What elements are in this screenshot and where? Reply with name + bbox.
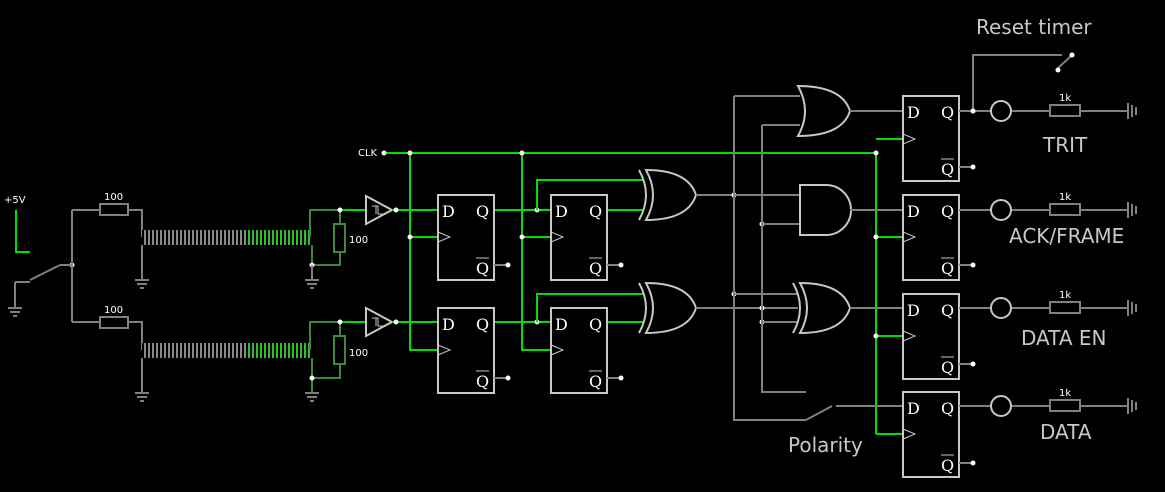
output-trit[interactable]: 1k TRIT <box>959 93 1137 157</box>
ack-frame-label: ACK/FRAME <box>1009 224 1124 248</box>
flipflop-out-2[interactable]: D Q Q <box>902 194 976 281</box>
ff-d-pin: D <box>555 315 568 334</box>
input-switch[interactable] <box>8 264 61 317</box>
series-resistor-top[interactable]: 100 <box>99 192 129 216</box>
ff-qbar-pin: Q <box>941 259 954 278</box>
series-resistor-bottom[interactable]: 100 <box>99 305 129 329</box>
ff-d-pin: D <box>907 399 920 418</box>
ff-d-pin: D <box>907 202 920 221</box>
polarity-label: Polarity <box>788 433 863 457</box>
ff-qbar-pin: Q <box>589 372 602 391</box>
flipflop-2a[interactable]: D Q Q <box>550 194 624 281</box>
ff-qbar-pin: Q <box>941 456 954 475</box>
transmission-line-bottom[interactable] <box>135 343 310 402</box>
schmitt-buffer-bottom[interactable] <box>365 306 395 338</box>
ff-d-pin: D <box>907 301 920 320</box>
termination-resistor-bottom[interactable]: 100 <box>333 335 368 365</box>
term-top-label: 100 <box>349 235 368 246</box>
reset-timer-label: Reset timer <box>976 15 1092 39</box>
ff-qbar-pin: Q <box>941 160 954 179</box>
res-data-label: 1k <box>1059 388 1071 399</box>
ff-d-pin: D <box>442 315 455 334</box>
supply-node[interactable]: +5V <box>4 195 30 253</box>
ff-q-pin: Q <box>589 315 602 334</box>
led-data-en <box>990 297 1012 319</box>
led-ack-frame <box>990 199 1012 221</box>
xor-gate-right[interactable] <box>792 281 852 335</box>
flipflop-out-3[interactable]: D Q Q <box>902 293 976 380</box>
schmitt-buffer-top[interactable] <box>365 194 395 226</box>
xor-gate-bottom[interactable] <box>638 281 698 335</box>
ff-qbar-pin: Q <box>476 372 489 391</box>
ff-q-pin: Q <box>941 301 954 320</box>
transmission-line-top[interactable] <box>135 230 310 289</box>
ff-q-pin: Q <box>941 202 954 221</box>
polarity-switch[interactable]: Polarity <box>788 405 903 457</box>
r-bottom-label: 100 <box>104 305 123 316</box>
or-gate-top[interactable] <box>796 84 852 138</box>
flipflop-2b[interactable]: D Q Q <box>550 307 624 394</box>
res-ack-label: 1k <box>1059 192 1071 203</box>
trit-label: TRIT <box>1042 133 1088 157</box>
led-data <box>990 395 1012 417</box>
ff-d-pin: D <box>442 202 455 221</box>
ff-qbar-pin: Q <box>589 259 602 278</box>
ff-qbar-pin: Q <box>941 358 954 377</box>
output-data[interactable]: 1k DATA <box>959 388 1137 444</box>
clk-label: CLK <box>358 148 378 159</box>
flipflop-1a[interactable]: D Q Q <box>437 194 511 281</box>
output-ack-frame[interactable]: 1k ACK/FRAME <box>959 192 1137 248</box>
flipflop-out-1[interactable]: D Q Q <box>902 95 976 182</box>
ff-q-pin: Q <box>476 202 489 221</box>
ff-q-pin: Q <box>589 202 602 221</box>
ff-d-pin: D <box>907 103 920 122</box>
term-bottom-label: 100 <box>349 348 368 359</box>
clock-net[interactable]: CLK <box>358 138 903 435</box>
xor-gate-top[interactable] <box>638 168 698 222</box>
data-en-label: DATA EN <box>1021 326 1106 350</box>
and-gate-middle[interactable] <box>799 184 852 236</box>
supply-label: +5V <box>4 195 26 206</box>
ff-q-pin: Q <box>476 315 489 334</box>
ff-d-pin: D <box>555 202 568 221</box>
data-label: DATA <box>1040 420 1092 444</box>
ff-q-pin: Q <box>941 399 954 418</box>
output-data-en[interactable]: 1k DATA EN <box>959 290 1137 350</box>
ff-q-pin: Q <box>941 103 954 122</box>
termination-resistor-top[interactable]: 100 <box>333 223 368 253</box>
flipflop-out-4[interactable]: D Q Q <box>902 391 976 478</box>
ff-qbar-pin: Q <box>476 259 489 278</box>
led-trit <box>990 100 1012 122</box>
res-data-en-label: 1k <box>1059 290 1071 301</box>
reset-timer-switch[interactable]: Reset timer <box>970 15 1093 114</box>
res-trit-label: 1k <box>1059 93 1071 104</box>
flipflop-1b[interactable]: D Q Q <box>437 307 511 394</box>
r-top-label: 100 <box>104 192 123 203</box>
